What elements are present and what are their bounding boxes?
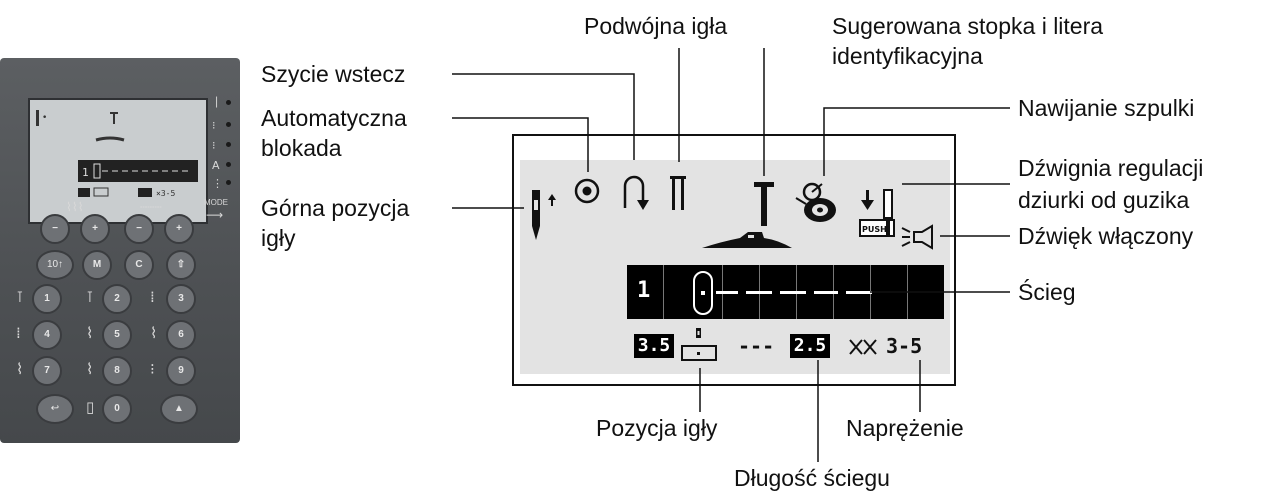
number-2-button[interactable]: 2 — [102, 284, 132, 314]
label-needle-up-line1: Górna pozycja — [261, 195, 410, 221]
label-tension: Naprężenie — [846, 415, 964, 441]
stitch-cursor-icon — [693, 271, 713, 315]
label-needle-up-line2: igły — [261, 225, 296, 251]
tension-value: 3-5 — [886, 334, 923, 358]
stitch-2-icon: ⊺ — [86, 288, 94, 306]
number-5-button[interactable]: 5 — [102, 320, 132, 350]
stitch-9-icon: ⁝ — [150, 360, 155, 378]
label-needle-position: Pozycja igły — [596, 415, 718, 441]
panel-led — [226, 122, 231, 127]
width-minus-button[interactable]: − — [40, 214, 70, 244]
cell-divider — [663, 265, 664, 319]
sound-on-icon — [901, 224, 933, 250]
clear-button[interactable]: C — [124, 250, 154, 280]
mode-arrow-icon: ⟶ — [206, 208, 224, 222]
label-suggested-foot-line2: identyfikacyjna — [832, 43, 983, 69]
stitch-3-icon: ⁞ — [150, 288, 155, 306]
panel-led — [226, 142, 231, 147]
number-6-button[interactable]: 6 — [166, 320, 196, 350]
label-auto-lock-line1: Automatyczna — [261, 105, 407, 131]
needle-up-icon — [532, 190, 556, 240]
stitch-8-icon: ⌇ — [86, 360, 94, 378]
svg-text:×3-5: ×3-5 — [156, 189, 175, 198]
panel-led — [226, 162, 231, 167]
stitch-5-icon: ⌇ — [86, 324, 94, 342]
needle-position-value: 3.5 — [634, 334, 674, 358]
reverse-icon — [623, 175, 649, 210]
number-3-button[interactable]: 3 — [166, 284, 196, 314]
warning-button[interactable]: ▲ — [160, 394, 198, 424]
number-8-button[interactable]: 8 — [102, 356, 132, 386]
length-minus-button[interactable]: − — [124, 214, 154, 244]
number-1-button[interactable]: 1 — [32, 284, 62, 314]
stitch-cursor-dot — [701, 291, 705, 295]
number-0-button[interactable]: 0 — [102, 394, 132, 424]
number-9-button[interactable]: 9 — [166, 356, 196, 386]
panel-led — [226, 180, 231, 185]
push-label: PUSH — [862, 225, 887, 234]
panel-indicator-needle: ❘ — [212, 95, 222, 108]
stitch-dash — [716, 291, 738, 294]
label-auto-lock-line2: blokada — [261, 135, 342, 161]
stitch-dash — [814, 291, 838, 294]
stitch-6-icon: ⌇ — [150, 324, 158, 342]
twin-needle-icon — [670, 176, 686, 210]
back-button[interactable]: ↩ — [36, 394, 74, 424]
stitch-dash — [780, 291, 806, 294]
tension-icon — [849, 339, 877, 355]
panel-lcd-screen: • 1 ×3-5 — [28, 98, 208, 224]
length-plus-button[interactable]: + — [164, 214, 194, 244]
machine-control-panel: • 1 ×3-5 ❘ ⁝ ⁝ A ⋮ ⌇⌇⌇ ┄┄┄ MODE ⟶ − + − … — [0, 58, 240, 443]
panel-indicator-stitch: ⁝ — [212, 139, 216, 152]
label-stitch: Ścieg — [1018, 279, 1076, 305]
presser-foot-icon — [702, 232, 792, 248]
stitch-length-value: 2.5 — [790, 334, 830, 358]
auto-lock-icon — [574, 178, 600, 204]
mode-label: MODE — [204, 198, 228, 207]
buttonhole-icon: ▯ — [86, 398, 95, 416]
stitch-7-icon: ⌇ — [16, 360, 24, 378]
svg-text:1: 1 — [82, 166, 89, 179]
panel-indicator-letter: A — [212, 159, 220, 172]
label-buttonhole-lever-line2: dziurki od guzika — [1018, 187, 1190, 213]
label-bobbin-winding: Nawijanie szpulki — [1018, 95, 1195, 121]
length-dashes: --- — [738, 334, 775, 358]
panel-indicator-stitch: ⁝ — [212, 119, 216, 132]
memory-step-button[interactable]: 10↑ — [36, 250, 74, 280]
panel-indicator-buttonhole: ⋮ — [212, 177, 223, 190]
shift-button[interactable]: ⇧ — [166, 250, 196, 280]
number-4-button[interactable]: 4 — [32, 320, 62, 350]
label-suggested-foot-line1: Sugerowana stopka i litera — [832, 13, 1104, 39]
panel-lcd-content: • 1 ×3-5 — [36, 110, 198, 198]
needle-position-icon — [681, 328, 717, 361]
stitch-number: 1 — [637, 278, 651, 303]
number-7-button[interactable]: 7 — [32, 356, 62, 386]
memory-button[interactable]: M — [82, 250, 112, 280]
stitch-4-icon: ⁞ — [16, 324, 21, 342]
panel-led — [226, 100, 231, 105]
label-stitch-length: Długość ściegu — [734, 465, 890, 491]
label-buttonhole-lever-line1: Dźwignia regulacji — [1018, 155, 1204, 181]
stitch-dash — [746, 291, 772, 294]
label-twin-needle: Podwójna igła — [584, 13, 728, 39]
bobbin-winding-icon — [795, 182, 836, 222]
label-sound-on: Dźwięk włączony — [1018, 223, 1194, 249]
stitch-dash — [846, 291, 872, 294]
zigzag-width-icon: ⌇⌇⌇ — [66, 200, 84, 214]
presser-foot-letter-icon — [754, 182, 774, 226]
stitch-1-icon: ⊺ — [16, 288, 24, 306]
width-plus-button[interactable]: + — [80, 214, 110, 244]
buttonhole-lever-icon: PUSH — [859, 189, 895, 237]
label-reverse-sewing: Szycie wstecz — [261, 61, 406, 87]
svg-text:•: • — [42, 113, 47, 123]
stitch-length-icon: ┄┄┄ — [140, 200, 162, 214]
